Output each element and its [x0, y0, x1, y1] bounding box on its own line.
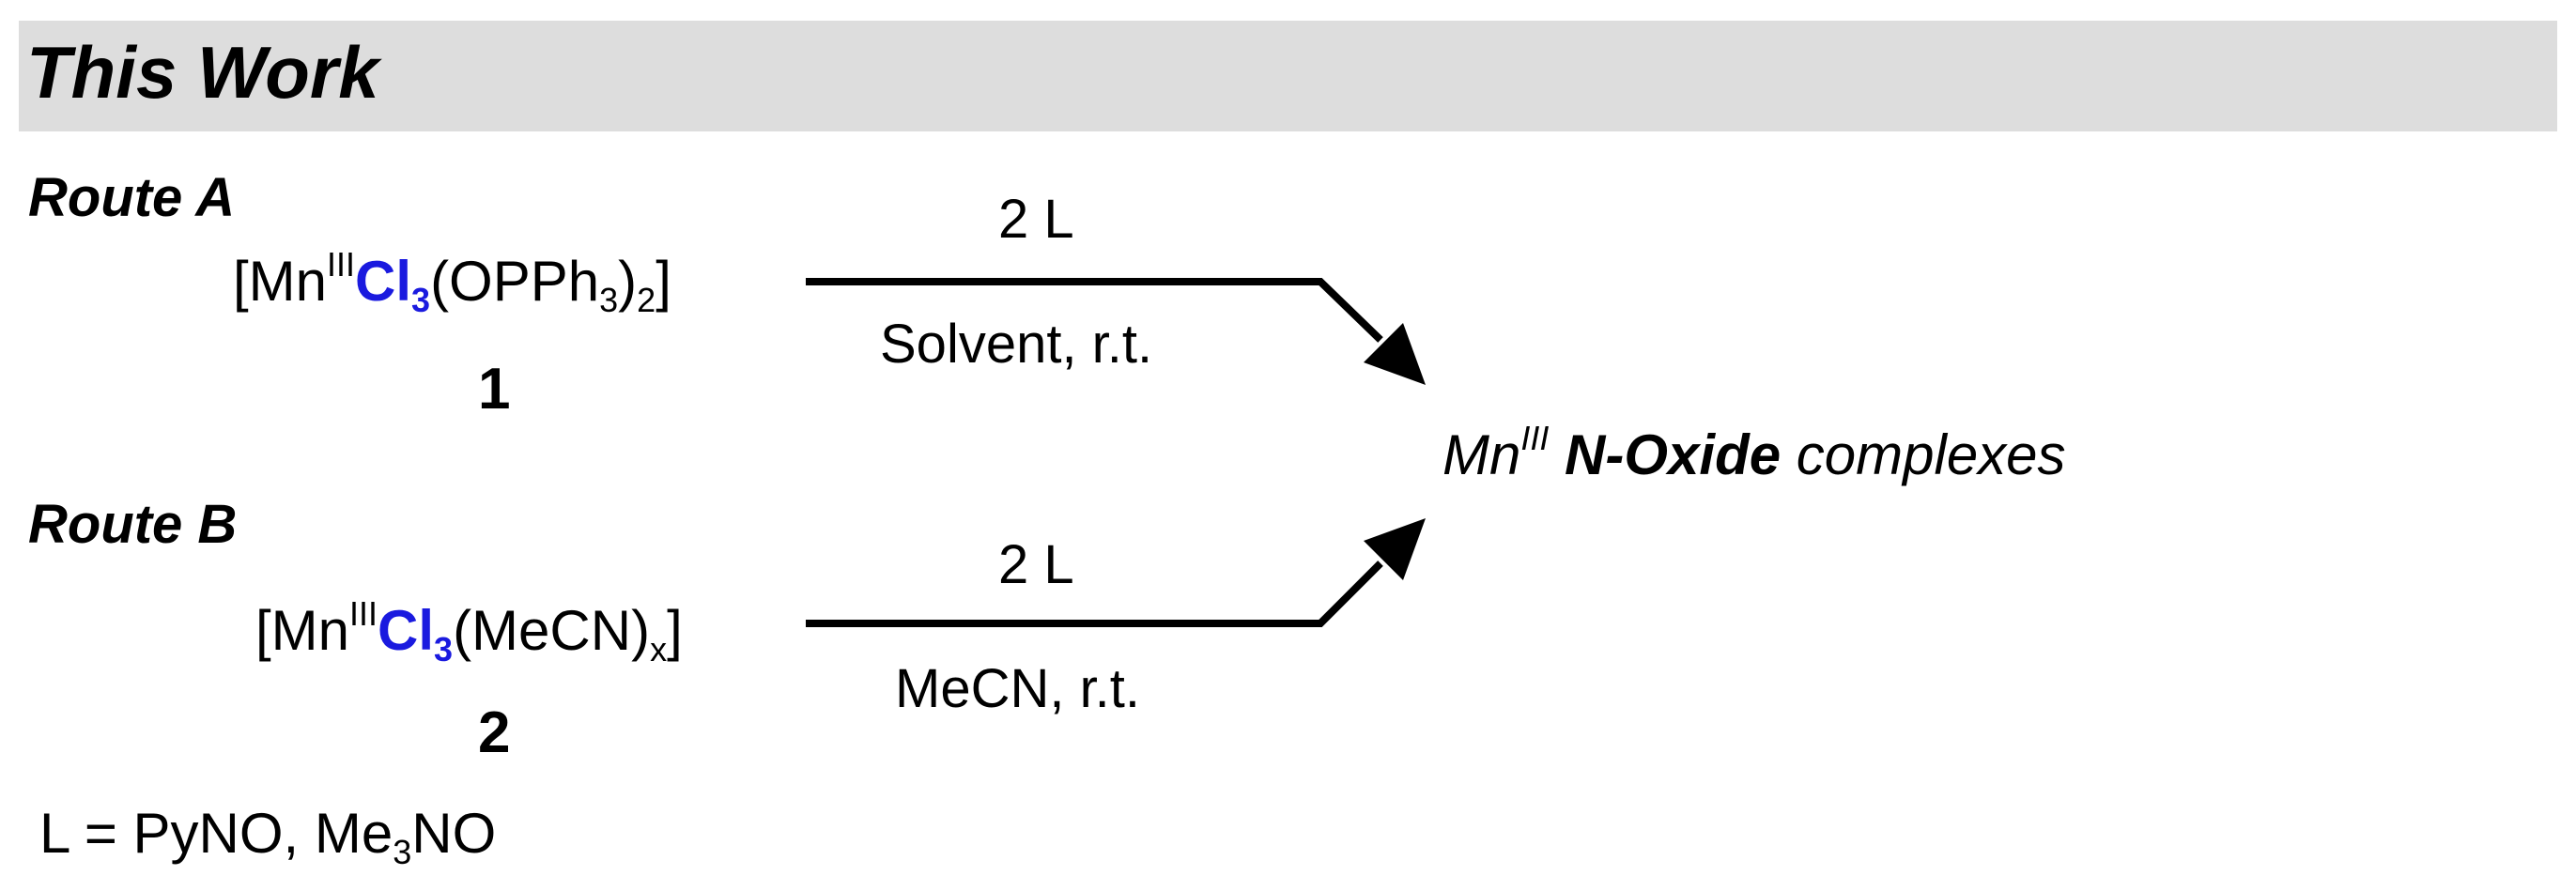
product-oxidation-state: III [1520, 419, 1550, 457]
formula-close: ] [667, 599, 683, 662]
ligand-text: (MeCN) [453, 599, 651, 662]
legend-suffix: NO [411, 802, 497, 865]
legend-prefix: L = PyNO, Me [39, 802, 393, 865]
product-rest: complexes [1796, 423, 2066, 486]
ligand-subscript: x [650, 630, 668, 668]
ligand-close: ) [618, 250, 638, 313]
ligand-text: (OPPh [430, 250, 600, 313]
route-a-arrowhead [1364, 323, 1426, 385]
ligand-subscript: 3 [599, 281, 619, 319]
chloride-highlight: Cl3 [355, 250, 430, 317]
chloride-count: 3 [434, 630, 454, 668]
route-b-arrowhead [1364, 518, 1426, 580]
route-a-condition: Solvent, r.t. [880, 314, 1153, 375]
route-a-reagent: 2 L [998, 189, 1074, 250]
header-banner [19, 21, 2557, 131]
chloride-symbol: Cl [378, 599, 435, 662]
route-b-reagent: 2 L [998, 534, 1074, 595]
ligand-legend: L = PyNO, Me3NO [39, 806, 496, 869]
product-metal: Mn [1442, 423, 1521, 486]
chloride-count: 3 [411, 281, 431, 319]
route-b-condition: MeCN, r.t. [895, 658, 1141, 719]
compound-number-1: 1 [478, 357, 511, 422]
oxidation-state: III [349, 594, 378, 633]
chloride-symbol: Cl [355, 250, 412, 313]
ligand-count: 2 [637, 281, 656, 319]
route-b-label: Route B [28, 494, 238, 555]
chloride-highlight: Cl3 [378, 599, 453, 667]
header-title: This Work [26, 31, 379, 114]
route-a-formula: [MnIIICl3(OPPh3)2] [233, 248, 671, 317]
route-a-arrow-line [806, 278, 1383, 343]
product-n-oxide: N-Oxide [1565, 423, 1782, 486]
formula-close: ] [656, 250, 671, 313]
formula-part: [Mn [233, 250, 328, 313]
route-b-arrow-line [806, 561, 1383, 627]
compound-number-2: 2 [478, 700, 511, 765]
route-a-label: Route A [28, 167, 236, 228]
legend-subscript: 3 [393, 833, 412, 871]
oxidation-state: III [327, 245, 356, 284]
product-label: MnIII N-Oxide complexes [1442, 422, 2066, 484]
formula-part: [Mn [255, 599, 350, 662]
route-b-formula: [MnIIICl3(MeCN)x] [255, 597, 683, 667]
